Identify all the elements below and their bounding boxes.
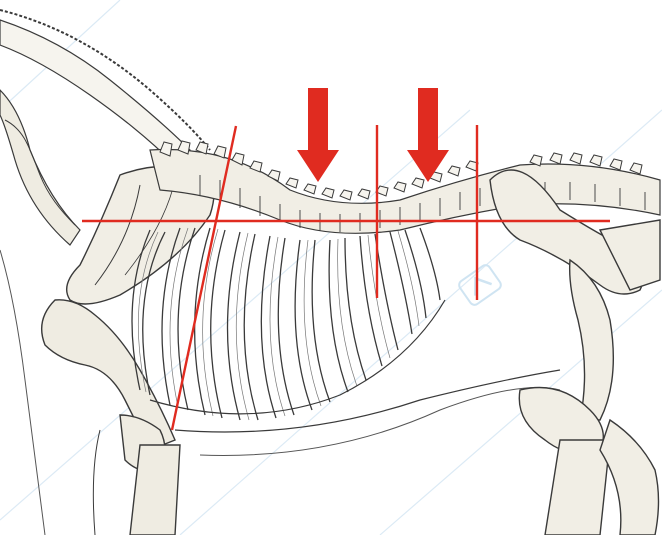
- horse-skeleton-illustration: [0, 0, 662, 535]
